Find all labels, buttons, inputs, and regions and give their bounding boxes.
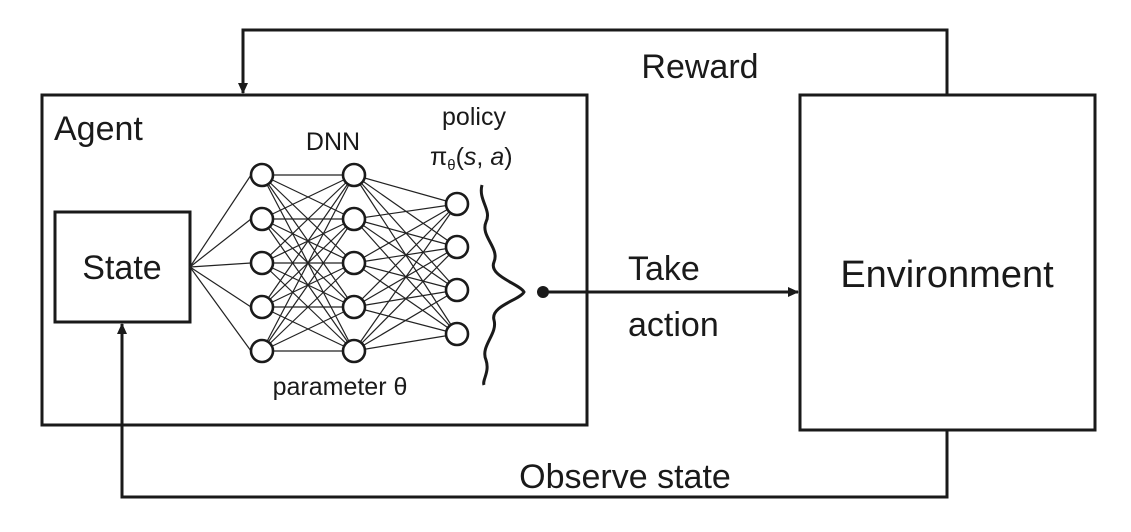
policy-arg-a: a (490, 143, 504, 171)
policy-distribution-curve (479, 184, 526, 386)
dnn-edge (353, 203, 458, 308)
dnn-edge (353, 246, 458, 352)
policy-label: policy (442, 103, 506, 131)
environment-label: Environment (840, 254, 1054, 296)
dnn-node-layer-3 (444, 277, 470, 303)
dnn-edge (353, 203, 458, 220)
observe-state-arrow (117, 323, 949, 499)
policy-args-close: ) (504, 143, 512, 171)
dnn-edge (353, 289, 458, 352)
reward-arrow (238, 28, 949, 95)
dnn-edge (353, 203, 458, 352)
dnn-edge (353, 174, 458, 205)
dnn-node-layer-1 (249, 294, 275, 320)
take-action-label-line2: action (628, 306, 719, 344)
policy-arg-s: s (464, 143, 477, 171)
state-to-input-edge (189, 266, 252, 352)
dnn-edge (261, 306, 355, 352)
dnn-node-layer-2 (341, 338, 367, 364)
dnn-node-layer-1 (249, 250, 275, 276)
agent-label: Agent (54, 110, 143, 148)
dnn-edge (261, 174, 355, 352)
dnn-node-layer-2 (341, 162, 367, 188)
take-action-label-line1: Take (628, 250, 700, 288)
dnn-label: DNN (306, 128, 360, 156)
observe-state-label: Observe state (519, 458, 731, 496)
dnn-node-layer-1 (249, 206, 275, 232)
state-to-input-edge (189, 174, 252, 268)
dnn-node-layer-3 (444, 191, 470, 217)
dnn-edge (261, 218, 355, 352)
dnn-edges (189, 174, 458, 352)
dnn-node-layer-3 (444, 321, 470, 347)
state-to-input-edge (189, 218, 252, 268)
dnn-edge (353, 203, 458, 264)
dnn-node-layer-2 (341, 250, 367, 276)
reward-label: Reward (641, 48, 758, 86)
parameter-label: parameter θ (273, 373, 408, 401)
policy-formula: πθ(s, a) (430, 143, 513, 174)
agent-box (40, 93, 589, 427)
dnn-node-layer-2 (341, 294, 367, 320)
dnn-node-layer-1 (249, 162, 275, 188)
state-to-input-edge (189, 266, 252, 308)
policy-args-open: ( (456, 143, 465, 171)
policy-subscript: θ (447, 157, 455, 174)
dnn-edge (261, 174, 355, 220)
dnn-edge (261, 174, 355, 264)
state-to-input-edge (189, 262, 252, 268)
policy-symbol: π (430, 143, 447, 171)
dnn-edge (261, 174, 355, 308)
dnn-nodes (249, 162, 470, 364)
dnn-node-layer-2 (341, 206, 367, 232)
state-label: State (82, 249, 161, 287)
dnn-node-layer-3 (444, 234, 470, 260)
dnn-edge (353, 333, 458, 352)
dnn-edge (261, 262, 355, 352)
dnn-node-layer-1 (249, 338, 275, 364)
policy-args-sep: , (476, 143, 490, 171)
